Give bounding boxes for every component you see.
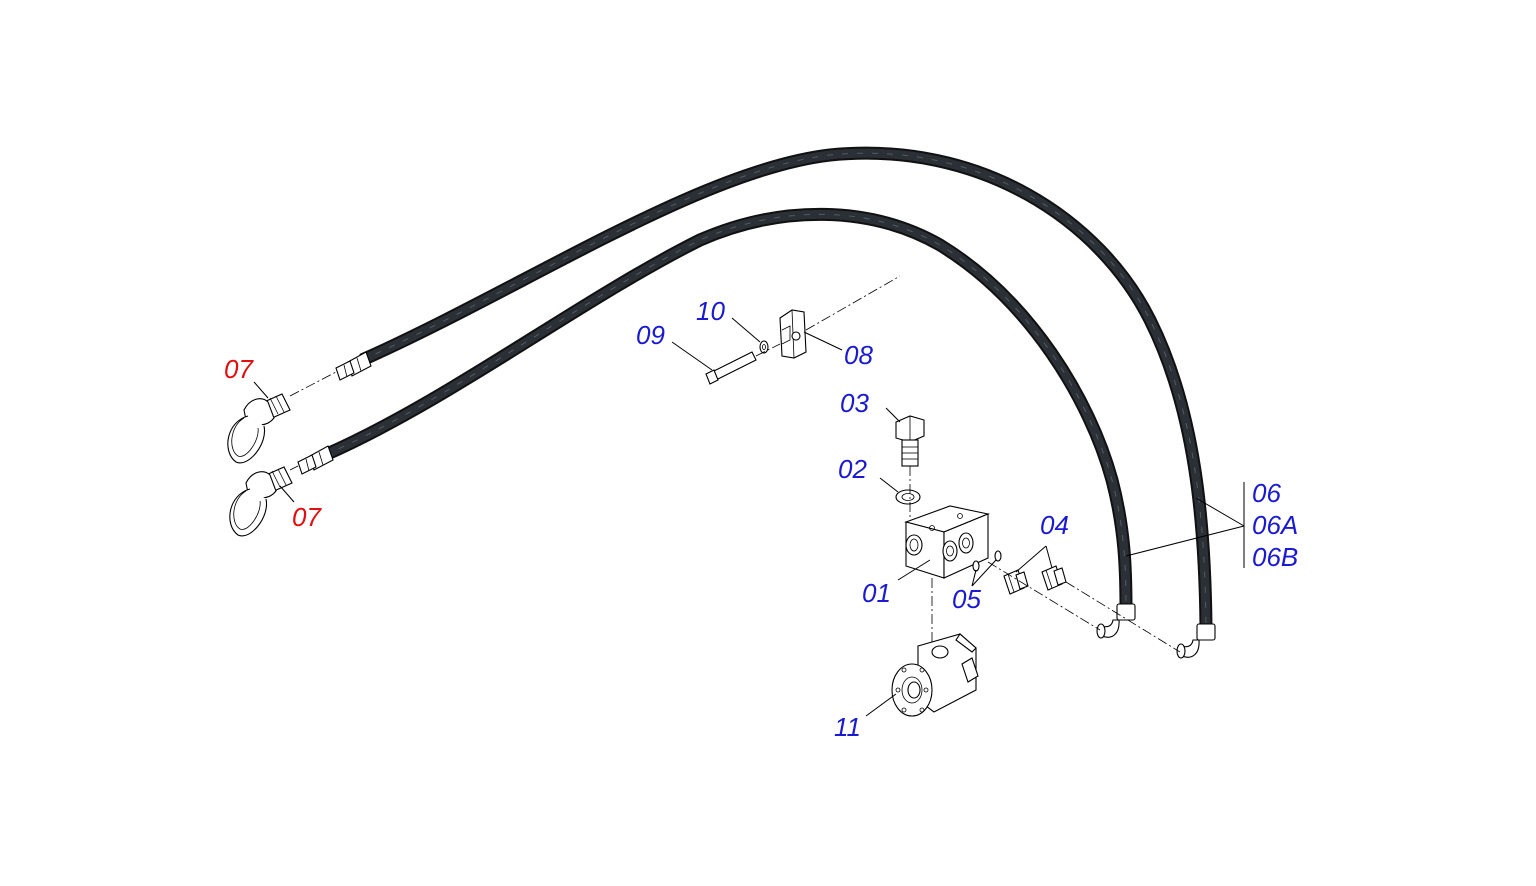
axis-bolt-09 — [755, 343, 781, 357]
leader-10 — [731, 317, 761, 343]
leader-lines — [253, 317, 1245, 717]
o-ring-05-a — [972, 560, 980, 572]
callout-11: 11 — [834, 712, 861, 742]
leader-08 — [803, 331, 843, 351]
axis-port-b — [1065, 581, 1181, 653]
hose-fitting-upper-left — [335, 351, 372, 381]
callout-02: 02 — [838, 454, 867, 484]
callout-10: 10 — [696, 296, 725, 326]
bolt-09 — [705, 351, 757, 385]
axis-port-a — [987, 561, 1101, 631]
axis-coupler-lower — [289, 465, 299, 471]
leader-04-a — [1015, 545, 1047, 573]
callout-05: 05 — [952, 584, 981, 614]
leader-03 — [885, 407, 901, 423]
leader-09 — [671, 341, 713, 371]
leader-06-a — [1125, 525, 1245, 557]
leader-05-a — [971, 569, 977, 587]
quick-coupler-lower — [229, 466, 293, 537]
adapter-04-b — [1041, 565, 1067, 591]
leader-11 — [865, 693, 897, 717]
hose-elbow-lower — [1096, 603, 1136, 639]
hydraulic-motor — [891, 633, 979, 717]
leader-01 — [897, 559, 931, 581]
washer-10 — [759, 340, 769, 354]
leader-02 — [879, 477, 899, 493]
adapter-04-a — [1003, 569, 1029, 595]
hose-fitting-lower-left — [297, 445, 334, 475]
hose-clamp — [779, 309, 807, 359]
washer-02 — [895, 489, 921, 505]
leader-04-b — [1045, 545, 1053, 569]
callout-07-bottom: 07 — [292, 502, 322, 532]
callout-03: 03 — [840, 388, 869, 418]
hose-elbow-upper — [1176, 623, 1216, 659]
callout-06: 06 — [1252, 478, 1281, 508]
leader-05-b — [971, 559, 997, 587]
o-ring-05-b — [994, 550, 1002, 562]
axis-coupler-upper — [289, 371, 337, 397]
callout-09: 09 — [636, 320, 665, 350]
callout-06b: 06B — [1252, 542, 1298, 572]
callout-07-top: 07 — [224, 354, 254, 384]
leader-07-top — [253, 381, 269, 399]
callout-04: 04 — [1040, 510, 1069, 540]
callout-01: 01 — [862, 578, 891, 608]
bolt-03 — [895, 415, 925, 467]
leader-06-b — [1195, 497, 1245, 527]
hose-upper — [359, 146, 1213, 629]
callout-06a: 06A — [1252, 510, 1298, 540]
hose-lower — [322, 207, 1133, 611]
quick-coupler-upper — [227, 393, 291, 464]
leader-07-bottom — [279, 485, 295, 503]
callout-08: 08 — [844, 340, 873, 370]
axis-clamp — [805, 275, 901, 331]
